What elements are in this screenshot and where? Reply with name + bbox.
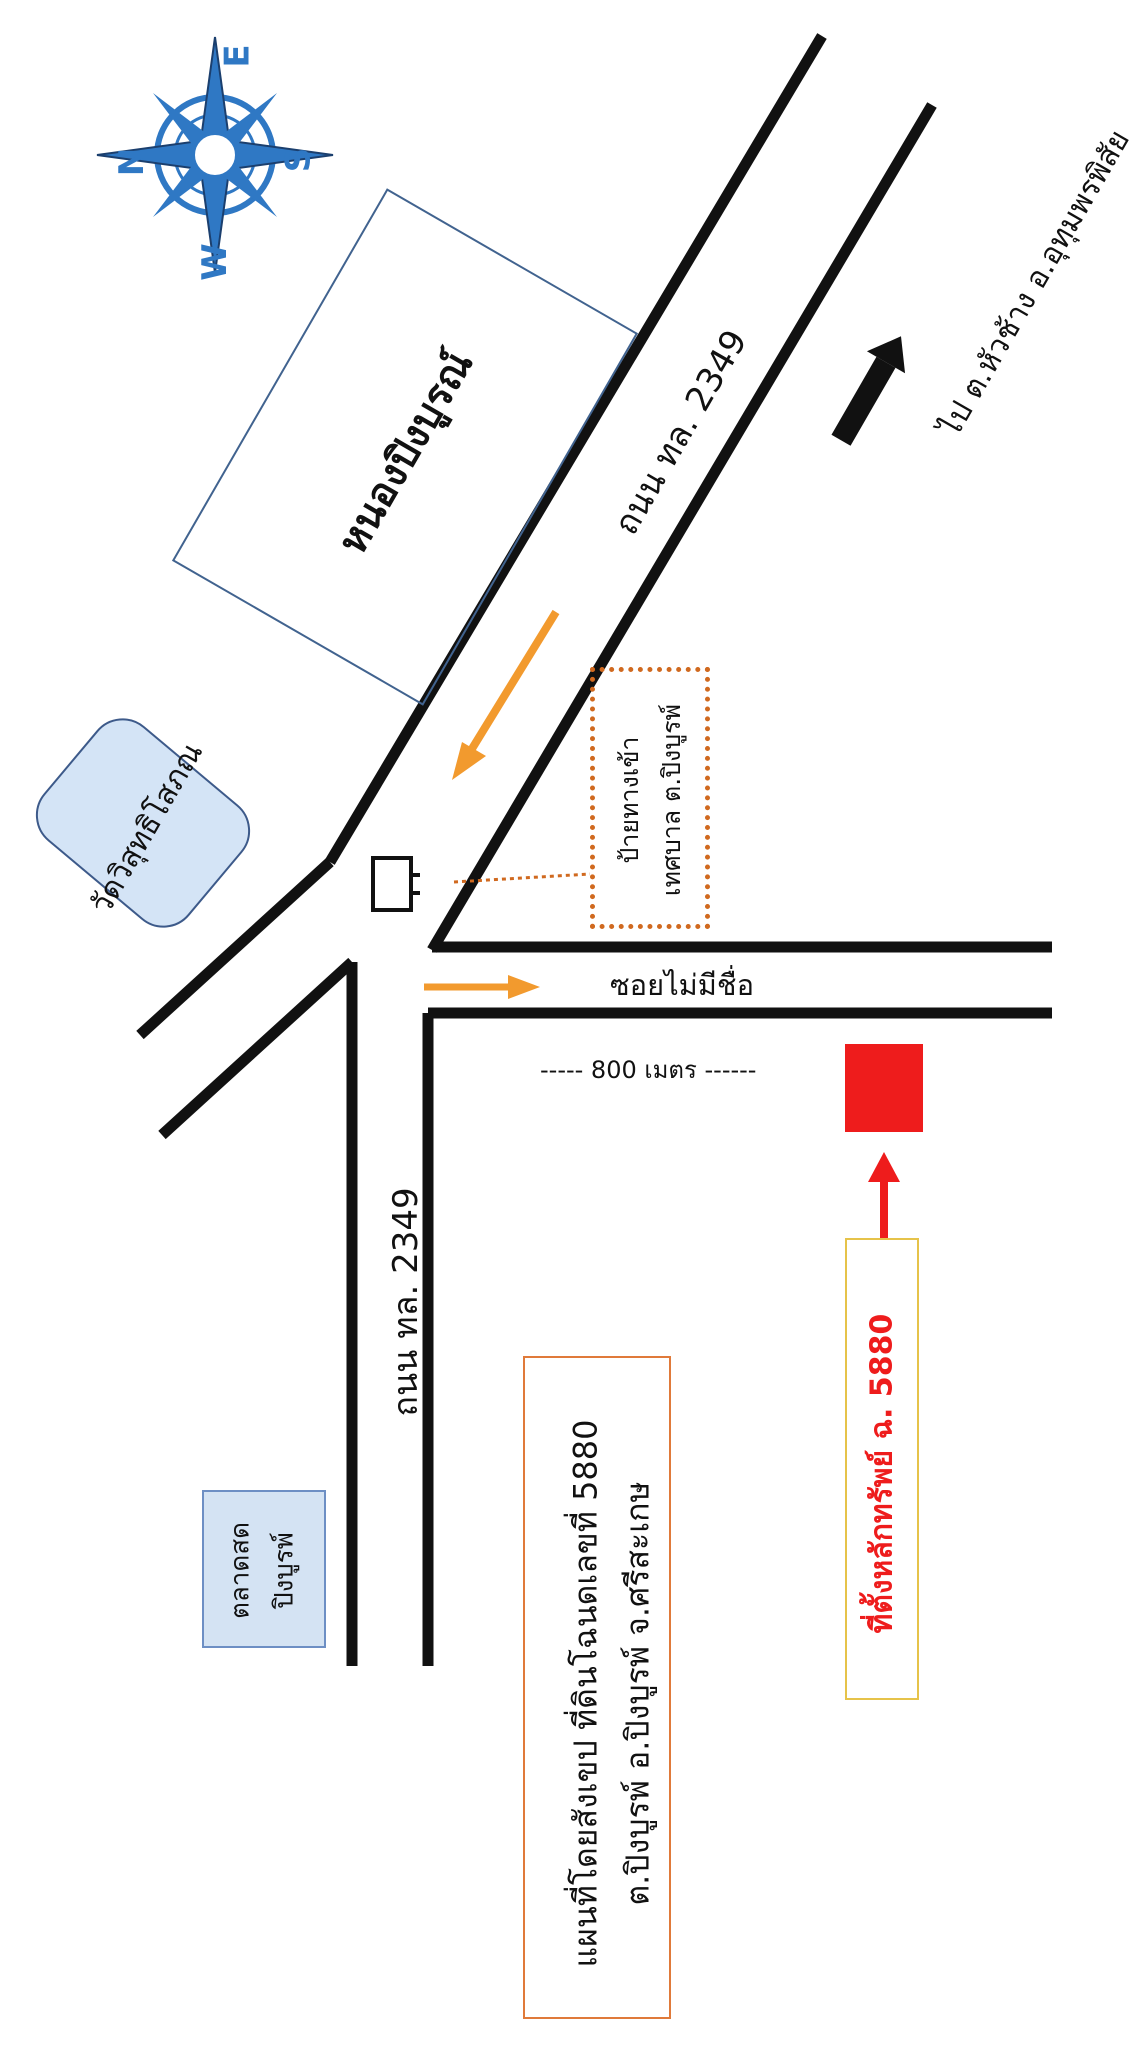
compass-south-label: S <box>278 147 319 173</box>
compass-west-label: W <box>194 243 235 281</box>
compass-north-label: N <box>112 147 153 177</box>
road-south-label: ถนน ทล. 2349 <box>386 1187 426 1417</box>
property-label-box <box>845 1238 919 1700</box>
compass-east-label: E <box>217 44 258 68</box>
sign-leader-line <box>453 872 591 884</box>
market-label-line1: ตลาดสด <box>225 1521 256 1620</box>
entrance-sign-icon <box>371 856 420 912</box>
sign-label-line1: ป้ายทางเข้า <box>615 736 644 864</box>
property-marker <box>845 1044 923 1132</box>
title-box <box>523 1356 671 2019</box>
road-main-right-edge <box>427 102 937 953</box>
title-line1: แผนที่โดยสังเขป ที่ดินโฉนดเลขที่ 5880 <box>566 1419 605 1968</box>
orange-arrow-southwest-icon <box>452 609 560 780</box>
road-main-left-edge-lower <box>136 857 334 1040</box>
soi-label: ซอยไม่มีชื่อ <box>610 968 755 1002</box>
sign-label-line2: เทศบาล ต.ปิงบูรพ์ <box>657 703 686 897</box>
market-box <box>202 1490 326 1648</box>
title-line2: ต.ปิงบูรพ์ อ.ปิงบูรพ์ จ.ศรีสะเกษ <box>618 1481 657 1906</box>
road-branch <box>158 957 356 1140</box>
orange-arrow-east-icon <box>424 975 540 999</box>
property-label: ที่ตั้งหลักทรัพย์ ฉ. 5880 <box>864 1313 900 1634</box>
market-label-line2: ปิงบูรพ์ <box>269 1532 300 1609</box>
black-arrow-northeast-icon <box>831 336 906 446</box>
compass-rose-icon <box>96 36 334 274</box>
sign-callout-box <box>590 667 710 929</box>
red-arrow-up-icon <box>868 1152 900 1240</box>
distance-label: ----- 800 เมตร ------ <box>540 1056 757 1084</box>
road-main-left-edge <box>325 33 827 865</box>
